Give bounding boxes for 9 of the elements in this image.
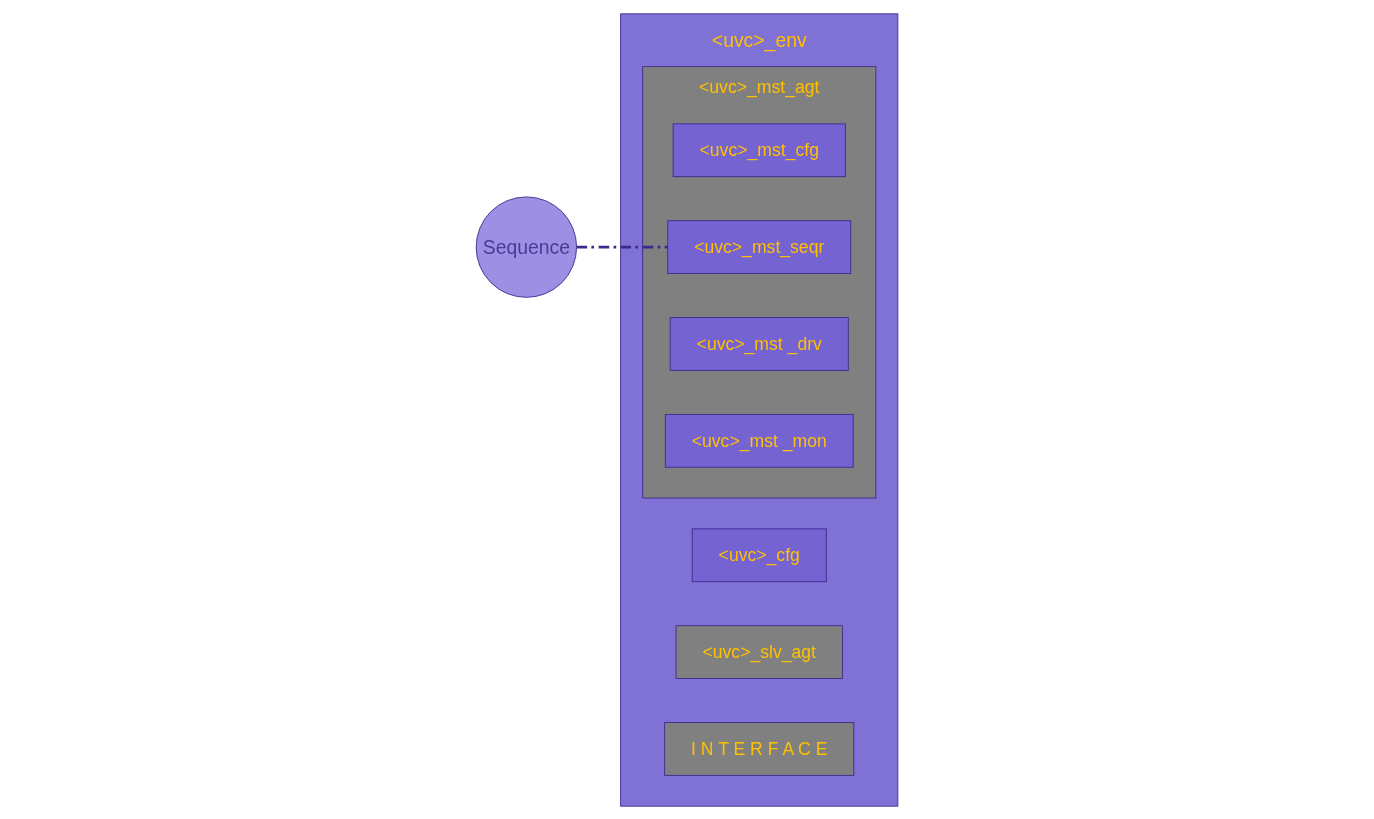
node-box: <uvc>_mst _mon — [664, 413, 854, 468]
node-box: <uvc>_mst_seqr — [667, 219, 852, 274]
node-box: <uvc>_slv_agt — [675, 624, 843, 679]
node-box: <uvc>_cfg — [691, 527, 827, 582]
node-box: I N T E R F A C E — [664, 721, 855, 776]
connector — [576, 245, 668, 248]
node-circle: Sequence — [475, 195, 578, 298]
node-box: <uvc>_mst_cfg — [672, 122, 846, 177]
node-box: <uvc>_mst _drv — [669, 316, 849, 371]
